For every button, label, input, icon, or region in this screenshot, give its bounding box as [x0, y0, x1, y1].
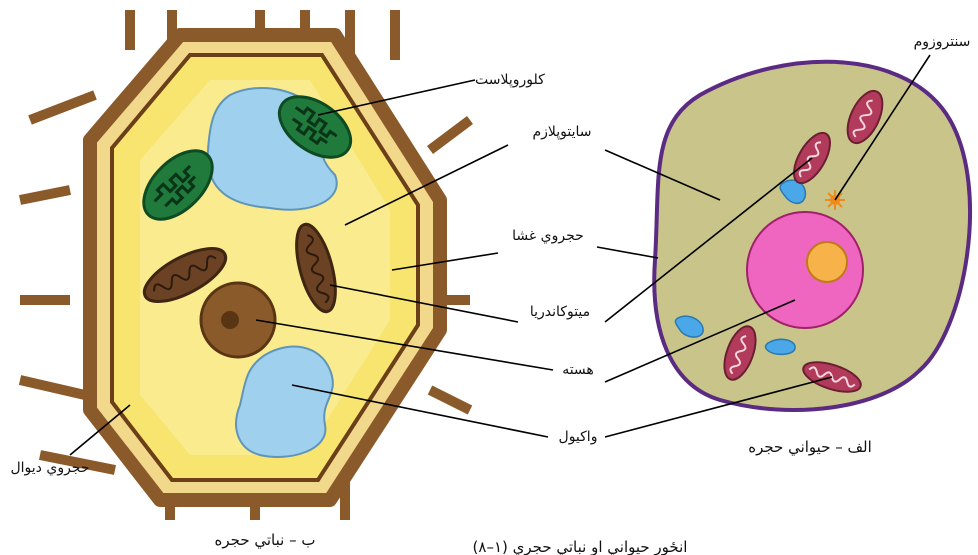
caption-plant-cell: ب – نباتي حجره [215, 531, 316, 550]
animal-cell [654, 62, 970, 410]
label-cell-membrane: حجروي غشا [512, 228, 584, 244]
label-mitochondria: ميتوکاندريا [530, 304, 590, 320]
plant-nucleolus [221, 311, 239, 329]
label-centrosome: سنتروزوم [914, 34, 971, 50]
label-cell-wall: حجروي ديوال [10, 460, 89, 476]
label-vacuole: واکيول [559, 429, 598, 445]
animal-nucleolus [807, 242, 847, 282]
label-chloroplast: کلوروپلاست [475, 72, 545, 88]
plant-cell [20, 10, 470, 520]
caption-figure: (۸–۱) انځور حيواني او نباتي حجري [473, 538, 688, 555]
caption-animal-cell: الف – حيواني حجره [748, 438, 872, 457]
animal-vacuole-3 [766, 339, 796, 354]
label-nucleus: هسته [562, 362, 594, 378]
leader-membrane-animal [597, 247, 658, 258]
label-cytoplasm: سايتوپلازم [532, 124, 591, 140]
